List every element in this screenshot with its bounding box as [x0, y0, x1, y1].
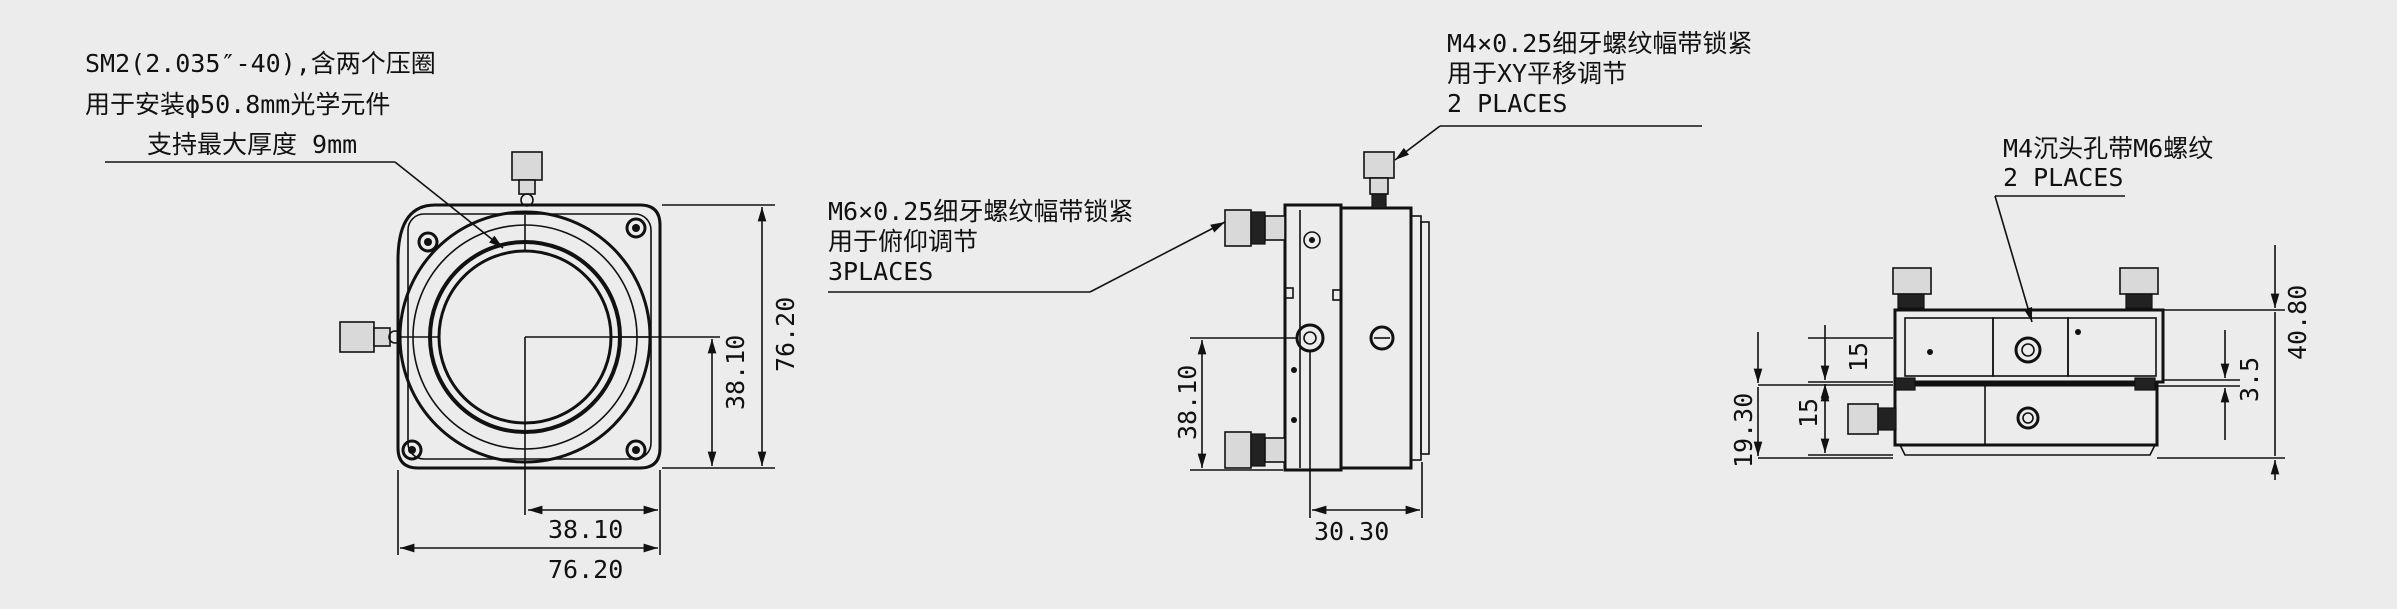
side-top-adjuster-icon: [1363, 151, 1395, 179]
top-dim-lower-offset: 15: [1794, 398, 1823, 428]
front-view: SM2(2.035″-40),含两个压圈 用于安装ϕ50.8mm光学元件 支持最…: [85, 49, 800, 584]
front-callout-line-1: SM2(2.035″-40),含两个压圈: [85, 49, 436, 78]
top-dim-upper-offset: 15: [1844, 342, 1873, 372]
top-dim-gap: 3.5: [2235, 357, 2264, 402]
side-top-callout-line-2: 用于XY平移调节: [1447, 59, 1627, 88]
side-left-callout-line-2: 用于俯仰调节: [828, 227, 978, 256]
side-pivot-icon: [1295, 323, 1325, 353]
side-left-callout-line-1: M6×0.25细牙螺纹幅带锁紧: [828, 197, 1133, 226]
side-upper-adjuster-icon: [1224, 209, 1252, 247]
front-left-adjuster-icon: [339, 321, 375, 353]
top-left-knob-icon: [1892, 267, 1932, 295]
top-right-knob-icon: [2119, 267, 2159, 295]
side-view: M4×0.25细牙螺纹幅带锁紧 用于XY平移调节 2 PLACES M6×0.2…: [828, 29, 1752, 546]
front-dim-half-height: 38.10: [721, 335, 750, 410]
side-left-callout-line-3: 3PLACES: [828, 257, 933, 286]
front-callout-line-3: 支持最大厚度 9mm: [147, 130, 357, 159]
front-top-adjuster-icon: [511, 151, 543, 181]
top-upper-stage: [1893, 308, 2165, 384]
front-dim-width: 76.20: [548, 555, 623, 584]
side-dim-height: 38.10: [1173, 365, 1202, 440]
top-side-adjuster-icon: [1847, 403, 1879, 435]
front-callout-line-2: 用于安装ϕ50.8mm光学元件: [85, 90, 390, 119]
top-view: M4沉头孔带M6螺纹 2 PLACES 15: [1729, 134, 2312, 480]
top-dim-total-right: 40.80: [2283, 285, 2312, 360]
top-lower-stage: [1893, 383, 2159, 447]
top-dim-total-left: 19.30: [1729, 393, 1758, 468]
front-mount-body: [396, 203, 662, 470]
top-callout-line-2: 2 PLACES: [2003, 163, 2123, 192]
front-dim-height: 76.20: [771, 297, 800, 372]
side-top-callout-line-1: M4×0.25细牙螺纹幅带锁紧: [1447, 29, 1752, 58]
side-dim-depth: 30.30: [1314, 517, 1389, 546]
top-callout-line-1: M4沉头孔带M6螺纹: [2003, 134, 2213, 163]
side-top-callout-leader: [1394, 125, 1441, 161]
side-left-callout-leader: [1089, 221, 1226, 293]
front-dim-half-width: 38.10: [548, 515, 623, 544]
side-lower-adjuster-icon: [1224, 431, 1252, 469]
side-top-callout-line-3: 2 PLACES: [1447, 89, 1567, 118]
top-callout-leader: [1994, 195, 2033, 323]
